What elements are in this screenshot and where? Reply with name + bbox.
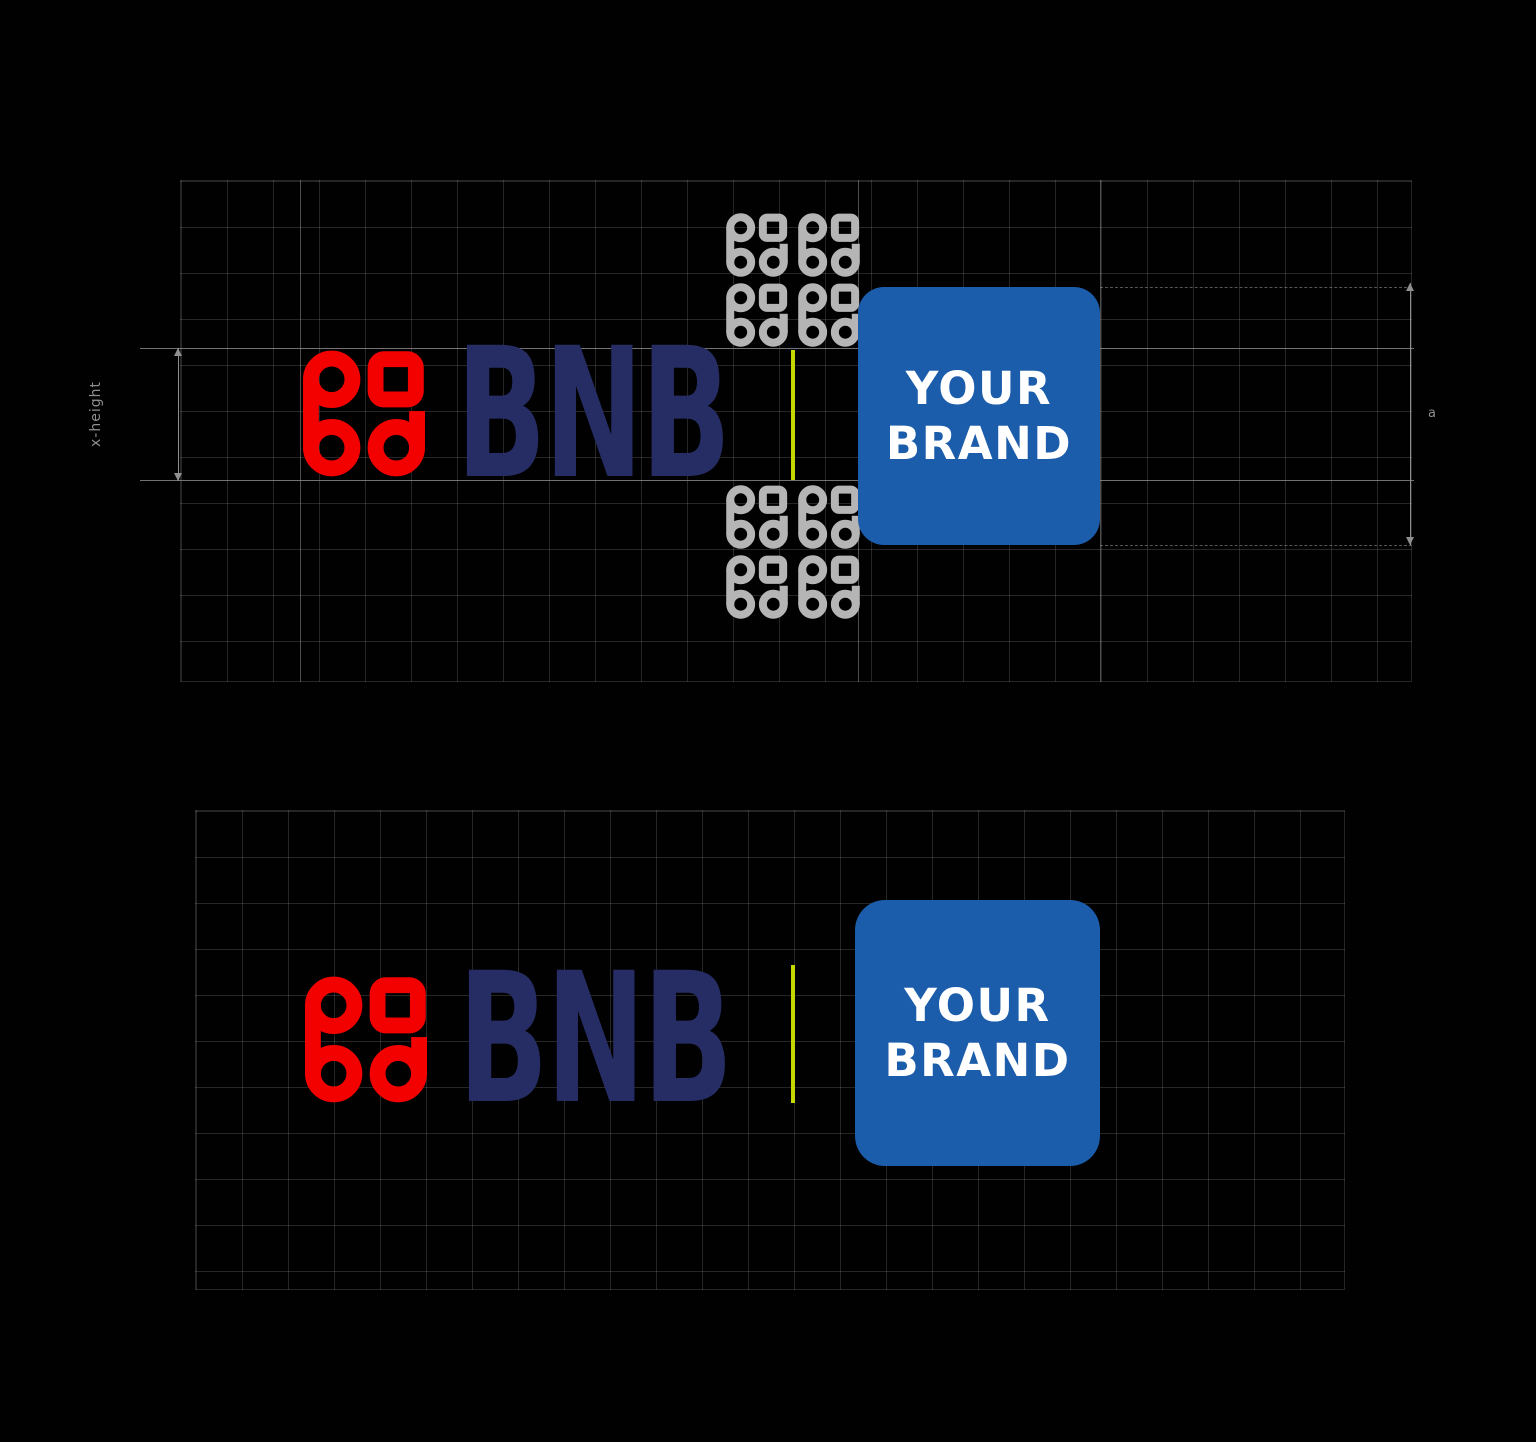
clearspace-mark-icon	[796, 283, 862, 347]
clearspace-marks-top	[724, 213, 862, 347]
partner-brand-line1: YOUR	[904, 979, 1051, 1032]
x-height-label: x-height	[88, 381, 104, 447]
clearspace-mark-icon	[724, 213, 790, 277]
box-bottom-extension-line	[1100, 545, 1412, 546]
lockup-divider-line	[791, 965, 795, 1103]
construction-panel: x-height BNB YOUR BRAND a	[88, 180, 1436, 682]
partner-brand-line1: YOUR	[905, 362, 1053, 415]
lockup-divider-line	[791, 350, 795, 480]
partner-brand-line2: BRAND	[885, 417, 1073, 470]
bnb-wordmark-text: BNB	[458, 935, 733, 1144]
height-dimension-arrow	[1406, 283, 1414, 545]
clearspace-mark-icon	[724, 485, 790, 549]
bnb-logo-mark	[303, 350, 425, 477]
clearspace-mark-icon	[724, 283, 790, 347]
clearspace-mark-icon	[796, 555, 862, 619]
clearspace-marks-bottom	[724, 485, 862, 619]
x-height-top-guide	[140, 348, 1414, 349]
bnb-wordmark: BNB	[458, 950, 871, 1130]
final-lockup-panel: BNB YOUR BRAND	[195, 810, 1345, 1290]
bnb-wordmark: BNB	[456, 325, 869, 505]
partner-brand-line2: BRAND	[884, 1034, 1071, 1087]
clearspace-mark-icon	[724, 555, 790, 619]
height-dimension-label: a	[1428, 406, 1436, 421]
bnb-logo-mark	[305, 976, 427, 1103]
guide-line-mark-left	[300, 180, 301, 682]
bnb-wordmark-text: BNB	[456, 310, 731, 519]
box-top-extension-line	[1100, 287, 1412, 288]
clearspace-mark-icon	[796, 213, 862, 277]
guide-line-box-right	[1100, 180, 1101, 682]
clearspace-mark-icon	[796, 485, 862, 549]
partner-brand-box: YOUR BRAND	[858, 287, 1100, 545]
x-height-bottom-guide	[140, 480, 1414, 481]
x-height-dimension-arrow	[174, 348, 182, 481]
partner-brand-box: YOUR BRAND	[855, 900, 1100, 1166]
